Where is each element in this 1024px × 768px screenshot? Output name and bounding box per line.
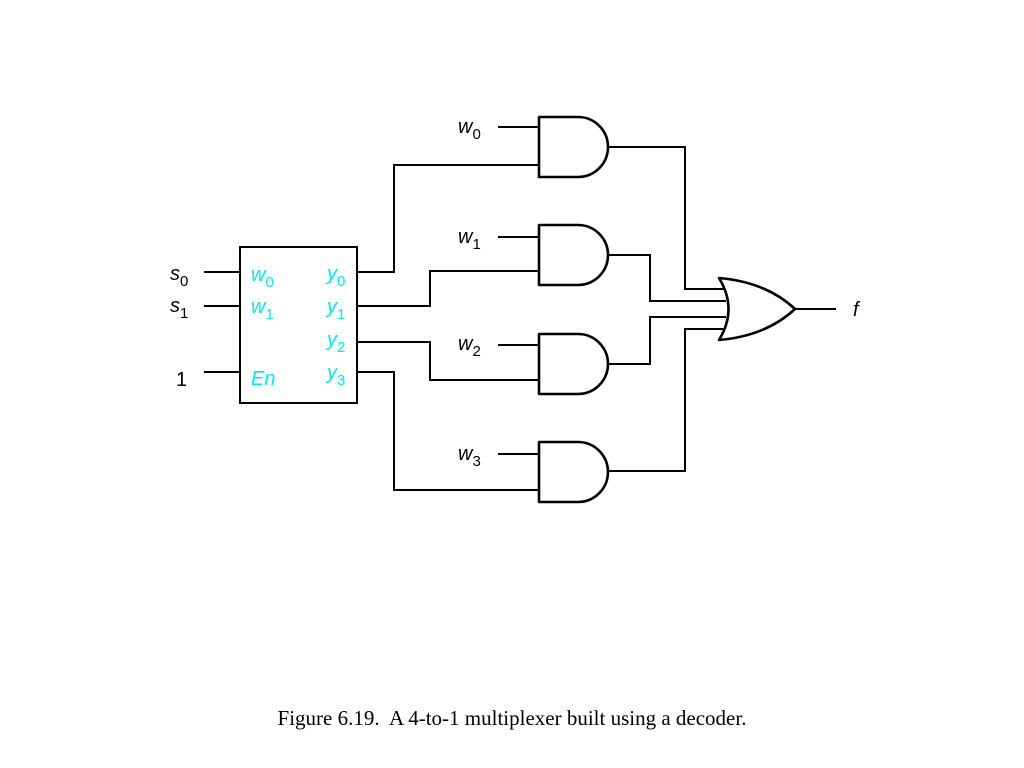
decoder-pin-y0: y0: [325, 263, 345, 290]
y2-wire: [357, 341, 539, 381]
y1-wire: [357, 270, 539, 307]
s1-label: s1: [170, 295, 188, 322]
enable-value-label: 1: [176, 369, 187, 391]
and-gate-1: [537, 223, 610, 287]
and3-to-or-wire: [608, 328, 726, 472]
w3-data-label: w3: [458, 443, 481, 470]
decoder-pin-y3: y3: [325, 362, 345, 389]
or-gate: [717, 276, 797, 342]
decoder-pin-w0: w0: [251, 264, 274, 291]
decoder-block: [239, 246, 358, 404]
decoder-pin-y1: y1: [325, 296, 345, 323]
and1-to-or-wire: [608, 254, 726, 302]
decoder-pin-en: En: [251, 368, 275, 390]
and-gate-3: [537, 440, 610, 504]
output-f-label: f: [853, 299, 861, 321]
and-gate-0: [537, 115, 610, 179]
decoder-pin-w1: w1: [251, 296, 274, 323]
w2-data-label: w2: [458, 333, 481, 360]
w0-data-label: w0: [458, 116, 481, 143]
decoder-pin-y2: y2: [325, 329, 345, 356]
figure-caption: Figure 6.19. A 4-to-1 multiplexer built …: [277, 706, 747, 730]
y0-wire: [357, 164, 539, 273]
and-gate-2: [537, 332, 610, 396]
y3-wire: [357, 371, 539, 491]
and0-to-or-wire: [608, 146, 726, 290]
and2-to-or-wire: [608, 316, 726, 365]
s0-label: s0: [170, 263, 188, 290]
w1-data-label: w1: [458, 226, 481, 253]
